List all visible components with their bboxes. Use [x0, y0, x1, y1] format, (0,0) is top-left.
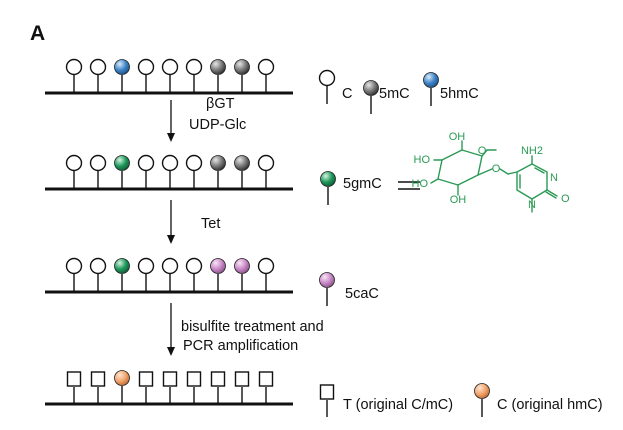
pin-t	[234, 371, 250, 404]
pin-c	[185, 257, 203, 292]
pin-c	[257, 257, 275, 292]
legend-5cac-marker	[319, 272, 335, 306]
arrow-step-3	[167, 303, 175, 356]
arrow-step-2	[167, 200, 175, 244]
pin-rows	[65, 58, 275, 404]
pin-row-2	[65, 154, 275, 189]
pin-c	[65, 154, 83, 189]
legend-t-marker	[319, 384, 335, 417]
pin-c	[161, 58, 179, 93]
atom-label: OH	[449, 131, 466, 143]
pin-c-original-hmc	[114, 370, 130, 404]
pin-5mc	[234, 155, 250, 189]
legend-c-original-label: C (original hmC)	[497, 397, 603, 413]
pin-c	[65, 58, 83, 93]
pin-c	[161, 154, 179, 189]
pin-5hmc	[114, 59, 130, 93]
atom-label: O	[478, 145, 487, 157]
legend-5hmc-marker	[423, 72, 439, 106]
atom-label: O	[561, 193, 570, 205]
equals-sign	[398, 181, 420, 190]
pin-c	[89, 154, 107, 189]
pin-t	[258, 371, 274, 404]
pin-5cac	[210, 258, 226, 292]
glucosyl-hmc-structure	[430, 140, 558, 213]
pin-c	[89, 257, 107, 292]
legend-markers	[318, 69, 490, 417]
legend-c-original-marker	[474, 383, 490, 417]
panel-label: A	[30, 22, 46, 45]
step-2-label: Tet	[201, 216, 221, 232]
legend-5gmc-label: 5gmC	[343, 176, 382, 192]
step-3-label-line1: bisulfite treatment and	[181, 319, 324, 335]
atom-label: N	[550, 172, 558, 184]
pin-c	[161, 257, 179, 292]
atom-label: HO	[414, 154, 431, 166]
pin-c	[89, 58, 107, 93]
pin-t	[90, 371, 106, 404]
legend-5mc-label: 5mC	[379, 86, 410, 102]
step-1-label-enzyme: βGT	[206, 96, 235, 112]
pin-t	[66, 371, 82, 404]
pin-c	[257, 58, 275, 93]
legend-5cac-label: 5caC	[345, 286, 379, 302]
pin-5cac	[234, 258, 250, 292]
legend-5hmc-label: 5hmC	[440, 86, 479, 102]
step-3-label-line2: PCR amplification	[183, 338, 299, 354]
pin-c	[185, 154, 203, 189]
pin-c	[137, 257, 155, 292]
pin-t	[138, 371, 154, 404]
pin-t	[162, 371, 178, 404]
pin-t	[186, 371, 202, 404]
pin-5gmc	[114, 155, 130, 189]
atom-label: O	[492, 163, 501, 175]
pin-row-4	[66, 370, 274, 404]
pin-c	[257, 154, 275, 189]
legend-c-label: C	[342, 86, 353, 102]
atom-label: HO	[412, 178, 429, 190]
pin-c	[137, 154, 155, 189]
atom-label: OH	[450, 194, 467, 206]
pin-5mc	[210, 59, 226, 93]
atom-label: NH2	[521, 145, 543, 157]
step-1-label-substrate: UDP-Glc	[189, 117, 247, 133]
legend-5mc-marker	[363, 80, 379, 114]
pin-row-3	[65, 257, 275, 292]
pin-5mc	[210, 155, 226, 189]
pin-c	[137, 58, 155, 93]
pin-row-1	[65, 58, 275, 93]
pin-5gmc	[114, 258, 130, 292]
legend-5gmc-marker	[320, 171, 336, 205]
atom-label: N	[528, 199, 536, 211]
legend-t-label: T (original C/mC)	[343, 397, 454, 413]
pin-c	[65, 257, 83, 292]
arrow-step-1	[167, 100, 175, 142]
legend-c-marker	[318, 69, 336, 104]
pin-c	[185, 58, 203, 93]
pin-t	[210, 371, 226, 404]
pin-5mc	[234, 59, 250, 93]
